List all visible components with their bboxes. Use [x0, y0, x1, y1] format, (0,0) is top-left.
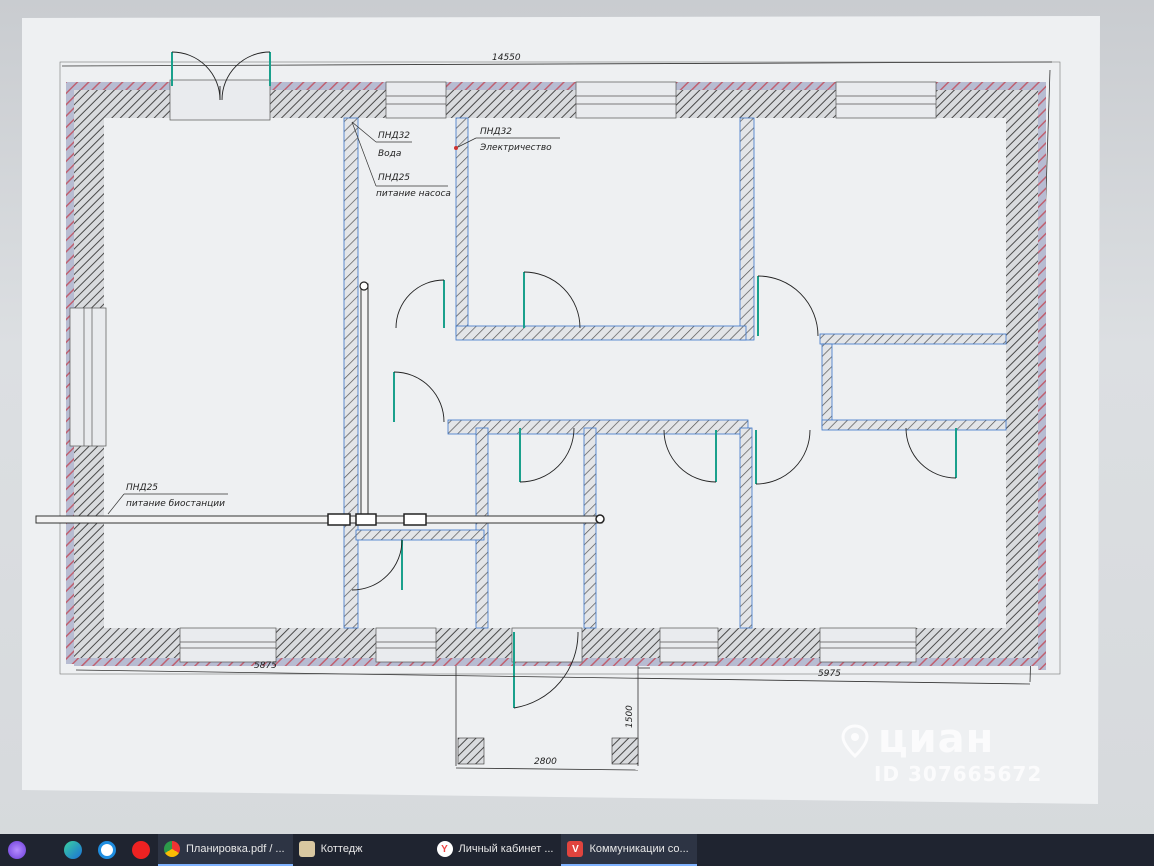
- taskbar-app-communications[interactable]: V Коммуникации со...: [561, 834, 697, 866]
- yandex-icon[interactable]: [124, 834, 158, 866]
- taskbar-app-cabinet[interactable]: Y Личный кабинет ...: [431, 834, 562, 866]
- outer-wall-top-stripe: [66, 82, 1046, 90]
- note-water-label: Вода: [378, 149, 401, 159]
- note-septic-pipe: ПНД25: [126, 483, 158, 493]
- taskbar-app-pdf[interactable]: Планировка.pdf / ...: [158, 834, 293, 866]
- power-entry-point: [454, 146, 458, 150]
- drawing-frame: [59, 61, 1061, 675]
- dim-total-width: 14550: [492, 53, 521, 63]
- outer-wall-right-stripe: [1038, 82, 1046, 670]
- cian-watermark: циан ID 307665672: [840, 716, 1070, 786]
- taskbar-app-label: Планировка.pdf / ...: [186, 843, 285, 855]
- chrome-icon: [164, 841, 180, 857]
- pipes: [35, 281, 605, 526]
- paper-sheet: [22, 16, 1100, 804]
- note-power-pipe: ПНД32: [480, 127, 512, 137]
- taskbar-app-label: Коммуникации со...: [589, 843, 689, 855]
- taskbar-app-label: Личный кабинет ...: [458, 843, 554, 855]
- edge-browser-icon[interactable]: [56, 834, 90, 866]
- taskbar-app-folder[interactable]: Коттедж: [293, 834, 371, 866]
- location-pin-icon: [841, 724, 869, 758]
- alice-assistant-icon[interactable]: [0, 834, 34, 866]
- note-pump-label: питание насоса: [376, 189, 451, 199]
- dim-porch-depth: 1500: [625, 705, 635, 728]
- annotation-leaders: [107, 121, 560, 515]
- note-water-pipe: ПНД32: [378, 131, 410, 141]
- dim-line-top: [61, 61, 1053, 67]
- yandex-browser-icon: Y: [436, 841, 453, 857]
- taskview-icon[interactable]: [34, 834, 56, 866]
- doors: [171, 51, 957, 709]
- interior-walls: [343, 117, 1007, 629]
- folder-icon: [298, 841, 315, 857]
- ie-browser-icon[interactable]: [90, 834, 124, 866]
- dim-right-bottom: 5975: [818, 669, 841, 679]
- note-power-label: Электричество: [479, 143, 552, 153]
- outer-wall-right: [1006, 90, 1038, 658]
- note-pump-pipe: ПНД25: [378, 173, 410, 183]
- taskbar-app-label: Коттедж: [320, 843, 363, 855]
- note-septic-label: питание биостанции: [126, 499, 225, 509]
- dim-line-bottom: [75, 669, 1031, 685]
- dim-left-bottom: 5875: [254, 661, 277, 671]
- porch: [455, 666, 650, 771]
- windows-taskbar: Планировка.pdf / ... Коттедж Y Личный ка…: [0, 834, 1154, 866]
- watermark-listing-id: ID 307665672: [874, 762, 1043, 786]
- vk-doc-icon: V: [567, 841, 584, 857]
- windows: [69, 79, 937, 663]
- watermark-brand: циан: [878, 716, 995, 762]
- dim-porch-width: 2800: [534, 757, 557, 767]
